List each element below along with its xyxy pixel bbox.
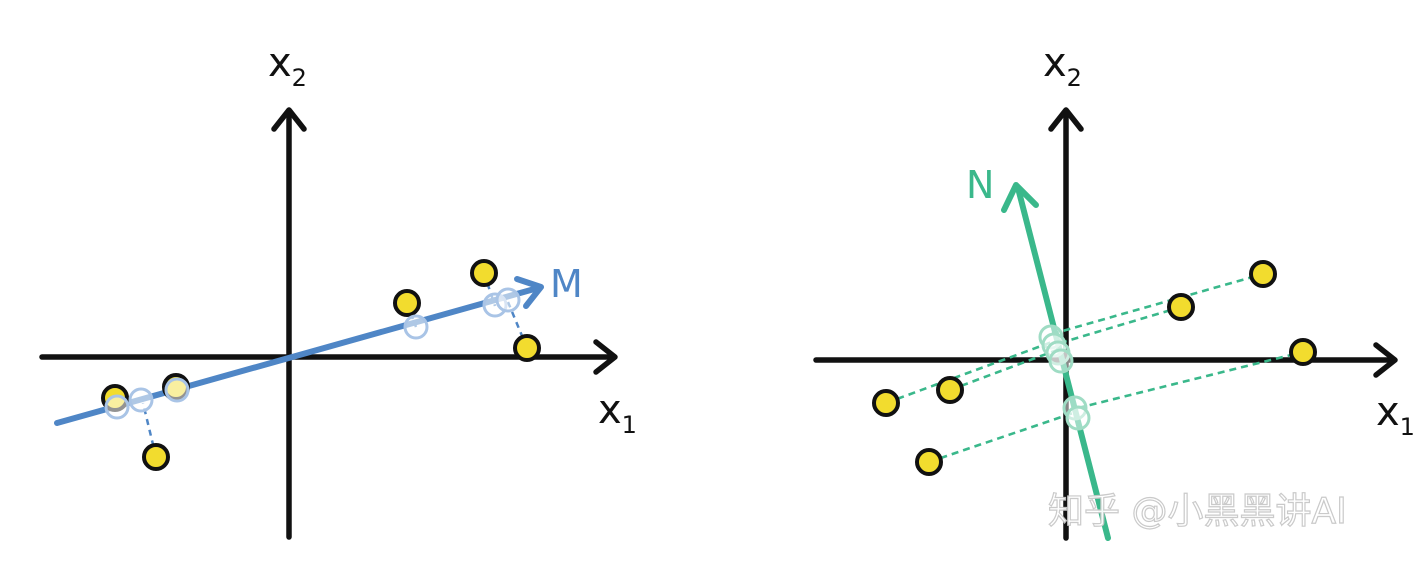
left-projection-lines: [113, 272, 529, 458]
right-point: [1289, 338, 1317, 366]
right-projection: [1065, 405, 1091, 431]
vector-n-label: N: [966, 163, 994, 207]
left-projection: [403, 314, 429, 340]
left-data-points: [101, 259, 541, 471]
right-x-axis-label: x1: [1376, 389, 1415, 441]
right-point: [936, 376, 964, 404]
right-point: [872, 389, 900, 417]
left-point: [513, 334, 541, 362]
right-projection-lines: [885, 272, 1304, 464]
left-point: [470, 259, 498, 287]
left-point: [393, 289, 421, 317]
left-x-axis-label: x1: [598, 387, 637, 439]
left-projection: [495, 287, 521, 313]
left-projected-points: [104, 287, 521, 420]
left-panel: x2 x1 M: [39, 40, 637, 540]
right-point: [1167, 293, 1195, 321]
left-projection: [164, 377, 190, 403]
right-data-points: [872, 260, 1317, 476]
left-projection: [128, 387, 154, 413]
right-y-axis: [1048, 107, 1084, 541]
right-y-axis-label: x2: [1043, 40, 1082, 92]
left-projection: [104, 394, 130, 420]
right-projection: [1048, 348, 1074, 374]
right-point: [915, 448, 943, 476]
left-y-axis-label: x2: [268, 40, 307, 92]
watermark-text: 知乎 @小黑黑讲AI: [1048, 491, 1347, 532]
right-panel: x2 x1 N: [813, 40, 1415, 541]
right-point: [1249, 260, 1277, 288]
left-y-axis: [271, 107, 307, 540]
left-point: [142, 443, 170, 471]
right-projected-points: [1038, 324, 1091, 431]
vector-m-label: M: [550, 262, 583, 306]
